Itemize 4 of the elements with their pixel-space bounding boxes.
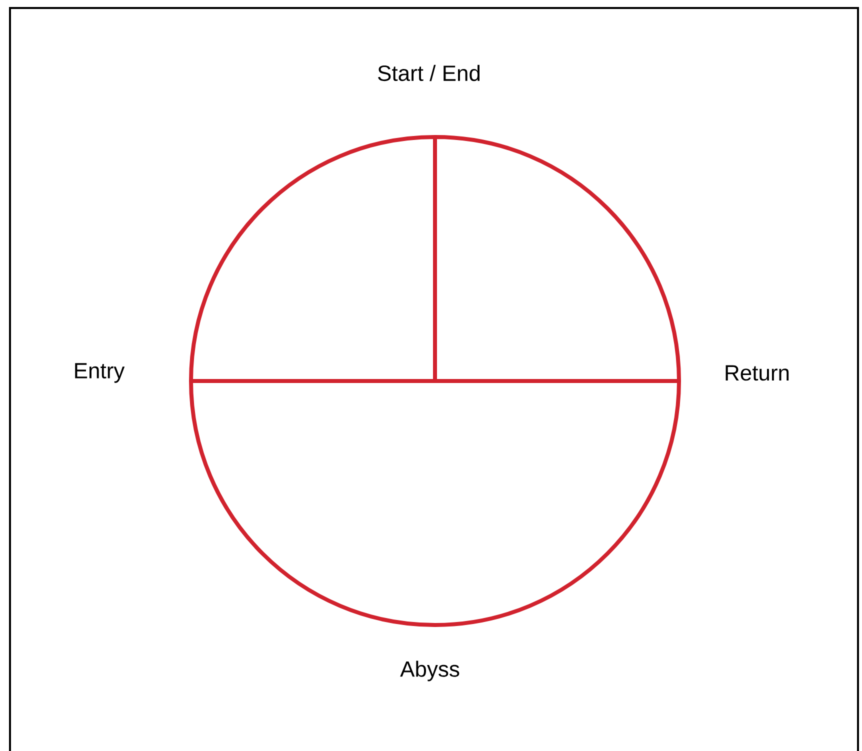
label: Return bbox=[726, 365, 789, 381]
label: Start / End bbox=[378, 64, 480, 82]
label: Entry bbox=[75, 363, 125, 383]
label: Abyss bbox=[400, 660, 460, 682]
